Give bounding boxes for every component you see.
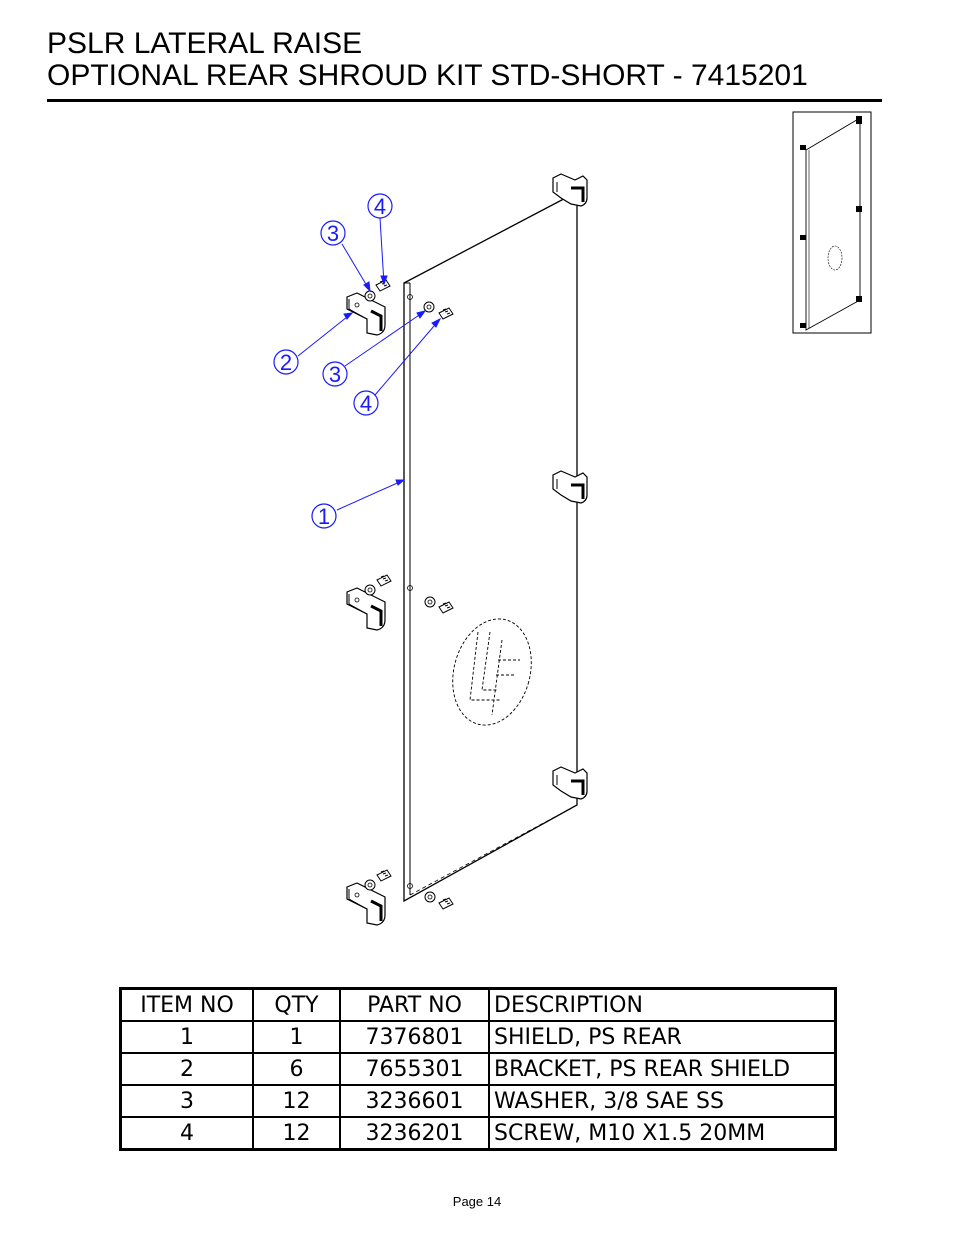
balloon-item-2: 2 — [273, 349, 299, 375]
cell-part-no: 3236201 — [339, 1116, 490, 1151]
screw-bottom-left — [376, 869, 392, 882]
table-row: 1 1 7376801 SHIELD, PS REAR — [119, 1020, 837, 1054]
cell-part-no: 7376801 — [339, 1020, 490, 1054]
bracket-right-top — [551, 172, 589, 208]
cell-description: SCREW, M10 X1.5 20MM — [488, 1116, 837, 1151]
cell-description: SHIELD, PS REAR — [488, 1020, 837, 1054]
assembly-thumbnail — [792, 111, 872, 334]
cell-description: BRACKET, PS REAR SHIELD — [488, 1052, 837, 1086]
parts-list-table: ITEM NO QTY PART NO DESCRIPTION 1 1 7376… — [119, 987, 837, 1151]
cell-part-no: 3236601 — [339, 1084, 490, 1118]
svg-text:3: 3 — [329, 362, 341, 387]
cell-item-no: 2 — [119, 1052, 254, 1086]
cell-item-no: 4 — [119, 1116, 254, 1151]
screw-mid-left — [376, 574, 392, 587]
table-row: 3 12 3236601 WASHER, 3/8 SAE SS — [119, 1084, 837, 1118]
balloon-item-4-middle: 4 — [353, 390, 379, 416]
cell-qty: 12 — [252, 1084, 341, 1118]
washer-mid-left — [364, 584, 376, 596]
header-description: DESCRIPTION — [488, 987, 837, 1022]
cell-qty: 6 — [252, 1052, 341, 1086]
balloon-item-1: 1 — [311, 503, 337, 529]
table-row: 2 6 7655301 BRACKET, PS REAR SHIELD — [119, 1052, 837, 1086]
balloon-item-3-middle: 3 — [322, 361, 348, 387]
cell-part-no: 7655301 — [339, 1052, 490, 1086]
cell-item-no: 1 — [119, 1020, 254, 1054]
cell-qty: 1 — [252, 1020, 341, 1054]
washer-top-left — [364, 290, 376, 302]
svg-text:4: 4 — [374, 194, 386, 219]
table-row: 4 12 3236201 SCREW, M10 X1.5 20MM — [119, 1116, 837, 1151]
balloon-item-3-top: 3 — [320, 220, 346, 246]
washer-bottom-right — [424, 891, 436, 903]
cell-description: WASHER, 3/8 SAE SS — [488, 1084, 837, 1118]
svg-text:2: 2 — [280, 350, 292, 375]
exploded-assembly-drawing: 4 3 2 3 4 1 — [273, 111, 872, 927]
lf-logo-icon — [452, 618, 532, 726]
screw-bottom-right — [438, 897, 454, 910]
cell-qty: 12 — [252, 1116, 341, 1151]
cell-item-no: 3 — [119, 1084, 254, 1118]
header-qty: QTY — [252, 987, 341, 1022]
washer-bottom-left — [364, 879, 376, 891]
bracket-left-bottom — [345, 881, 387, 927]
document-title: PSLR LATERAL RAISE OPTIONAL REAR SHROUD … — [47, 28, 808, 92]
svg-text:4: 4 — [360, 391, 372, 416]
title-line-2: OPTIONAL REAR SHROUD KIT STD-SHORT - 741… — [47, 59, 808, 92]
bracket-left-middle — [345, 586, 387, 632]
title-line-1: PSLR LATERAL RAISE — [47, 27, 363, 60]
svg-text:3: 3 — [327, 221, 339, 246]
balloon-item-4-top: 4 — [367, 193, 393, 219]
page-number: Page 14 — [452, 1194, 502, 1209]
washer-mid-right — [424, 596, 436, 608]
header-item-no: ITEM NO — [119, 987, 254, 1022]
table-header-row: ITEM NO QTY PART NO DESCRIPTION — [119, 987, 837, 1022]
title-underline — [47, 99, 882, 102]
header-part-no: PART NO — [339, 987, 490, 1022]
svg-text:1: 1 — [318, 504, 330, 529]
rear-shield-panel — [403, 190, 578, 903]
leader-lines — [297, 217, 442, 511]
